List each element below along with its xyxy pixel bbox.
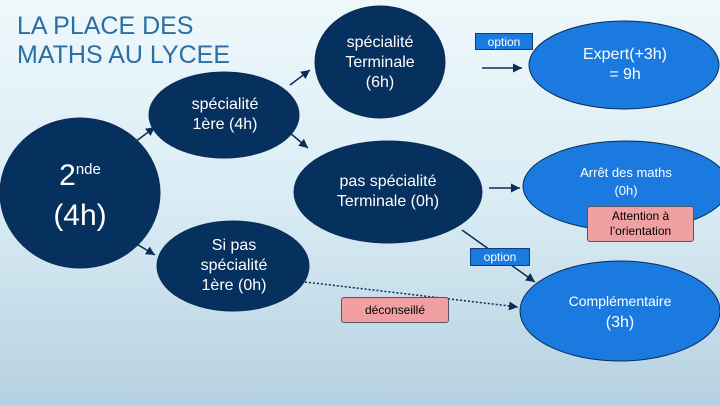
text: Terminale (0h) xyxy=(336,193,440,210)
label-comp: Complémentaire (3h) xyxy=(520,290,720,334)
text: Terminale xyxy=(345,54,415,71)
text: = 9h xyxy=(609,66,641,83)
label-sipas: Si pas spécialité 1ère (0h) xyxy=(158,221,310,311)
deconseille-tag: déconseillé xyxy=(341,297,449,323)
text: 1ère (0h) xyxy=(201,277,267,294)
option-tag: option xyxy=(475,33,533,50)
text: Arrêt des maths xyxy=(580,165,672,180)
text: spécialité xyxy=(346,34,414,51)
option-tag: option xyxy=(470,248,530,266)
label-hours: (4h) xyxy=(53,199,107,232)
node-speT xyxy=(314,5,446,119)
text: Expert(+3h) xyxy=(582,46,668,63)
text: pas spécialité xyxy=(339,173,437,190)
node-comp xyxy=(519,260,720,362)
text: spécialité xyxy=(191,96,259,113)
text: l’orientation xyxy=(609,224,672,238)
text: (3h) xyxy=(605,314,635,331)
arrow-spe1-pasT xyxy=(289,132,309,149)
node-pasT xyxy=(293,140,483,244)
superscript: nde xyxy=(75,161,101,178)
text: Complémentaire xyxy=(568,293,672,309)
arrow-2nde-spe1 xyxy=(134,126,156,143)
text: spécialité xyxy=(200,257,268,274)
node-sipas xyxy=(156,220,310,312)
title-line: MATHS AU LYCEE xyxy=(17,41,231,69)
node-2nde xyxy=(0,117,161,269)
label-arret: Arrêt des maths (0h) xyxy=(523,164,720,204)
label-expert: Expert(+3h) = 9h xyxy=(530,21,720,109)
node-spe1 xyxy=(148,71,300,159)
text: Si pas xyxy=(211,237,257,254)
label-2nde: 2nde (4h) xyxy=(0,118,160,268)
arrow-spe1-speT xyxy=(289,69,311,86)
node-expert xyxy=(528,20,720,110)
text: Attention à xyxy=(611,209,670,223)
text: (0h) xyxy=(614,183,638,198)
text: (6h) xyxy=(365,74,395,91)
title-line: LA PLACE DES xyxy=(17,12,194,40)
label-2nde-main: 2nde xyxy=(59,159,101,192)
label-spe1: spécialité 1ère (4h) xyxy=(150,72,300,158)
text: 1ère (4h) xyxy=(192,116,258,133)
